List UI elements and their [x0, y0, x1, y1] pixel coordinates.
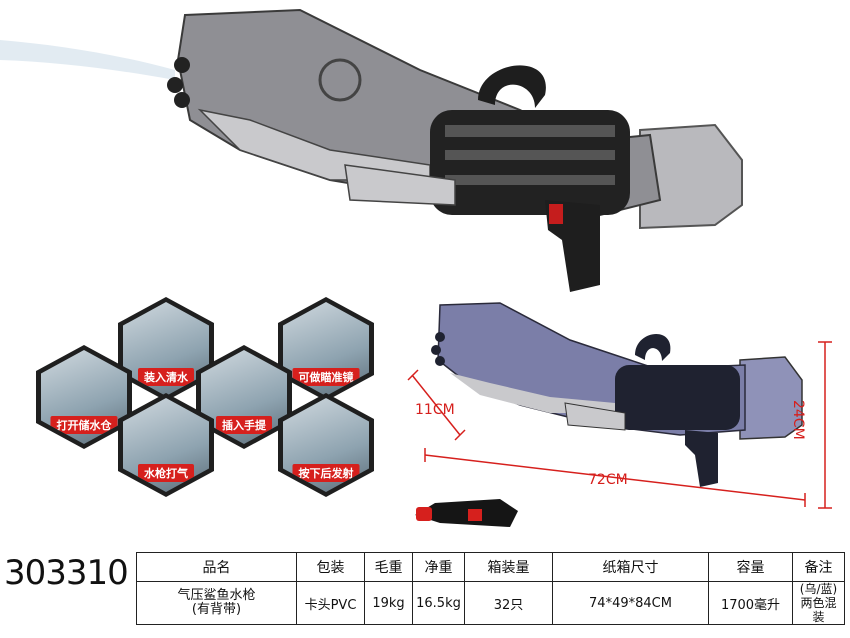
header-packaging: 包装 [296, 552, 365, 582]
feature-tile-fire: 按下后发射 [278, 393, 374, 497]
table-row: 气压鲨鱼水枪 (有背带) 卡头PVC 19kg 16.5kg 32只 74*49… [136, 581, 845, 625]
dimension-height: 24CM [790, 400, 806, 440]
feature-tile-pump: 水枪打气 [118, 393, 214, 497]
header-remark: 备注 [792, 552, 845, 582]
gray-water-gun-image [0, 8, 743, 292]
blue-water-gun-image [431, 302, 803, 487]
remark-line-2: 两色混装 [800, 596, 837, 624]
feature-label: 装入清水 [138, 368, 194, 386]
name-line-1: 气压鲨鱼水枪 [177, 588, 256, 603]
cell-gross-weight: 19kg [364, 581, 413, 625]
cell-remark: (乌/蓝) 两色混装 [792, 581, 845, 625]
feature-label: 打开储水仓 [50, 416, 118, 434]
feature-label: 水枪打气 [138, 464, 194, 482]
header-carton: 纸箱尺寸 [552, 552, 709, 582]
header-capacity: 容量 [708, 552, 793, 582]
cell-packaging: 卡头PVC [296, 581, 365, 625]
feature-tile-open-tank: 打开储水仓 [36, 345, 132, 449]
dimension-nozzle: 11CM [415, 402, 455, 418]
spec-table: 品名 包装 毛重 净重 箱装量 纸箱尺寸 容量 备注 气压鲨鱼水枪 (有背带) … [136, 552, 845, 625]
header-net-weight: 净重 [412, 552, 465, 582]
feature-label: 可做瞄准镜 [292, 368, 360, 386]
header-qty: 箱装量 [464, 552, 553, 582]
dimension-length: 72CM [588, 472, 628, 488]
cell-carton: 74*49*84CM [552, 581, 709, 625]
header-gross-weight: 毛重 [364, 552, 413, 582]
cell-capacity: 1700毫升 [708, 581, 793, 625]
cell-net-weight: 16.5kg [412, 581, 465, 625]
feature-tile-scope: 可做瞄准镜 [278, 297, 374, 401]
spec-table-header-row: 品名 包装 毛重 净重 箱装量 纸箱尺寸 容量 备注 [136, 552, 845, 582]
feature-label: 插入手提 [216, 416, 272, 434]
remark-line-1: (乌/蓝) [799, 582, 838, 596]
feature-label: 按下后发射 [292, 464, 360, 482]
shoulder-strap-image [415, 499, 518, 527]
cell-name: 气压鲨鱼水枪 (有背带) [136, 581, 297, 625]
header-name: 品名 [136, 552, 297, 582]
feature-tile-fill-water: 装入清水 [118, 297, 214, 401]
name-line-2: (有背带) [191, 602, 242, 617]
model-number: 303310 [4, 553, 129, 593]
cell-qty: 32只 [464, 581, 553, 625]
dimension-lines [407, 341, 832, 509]
